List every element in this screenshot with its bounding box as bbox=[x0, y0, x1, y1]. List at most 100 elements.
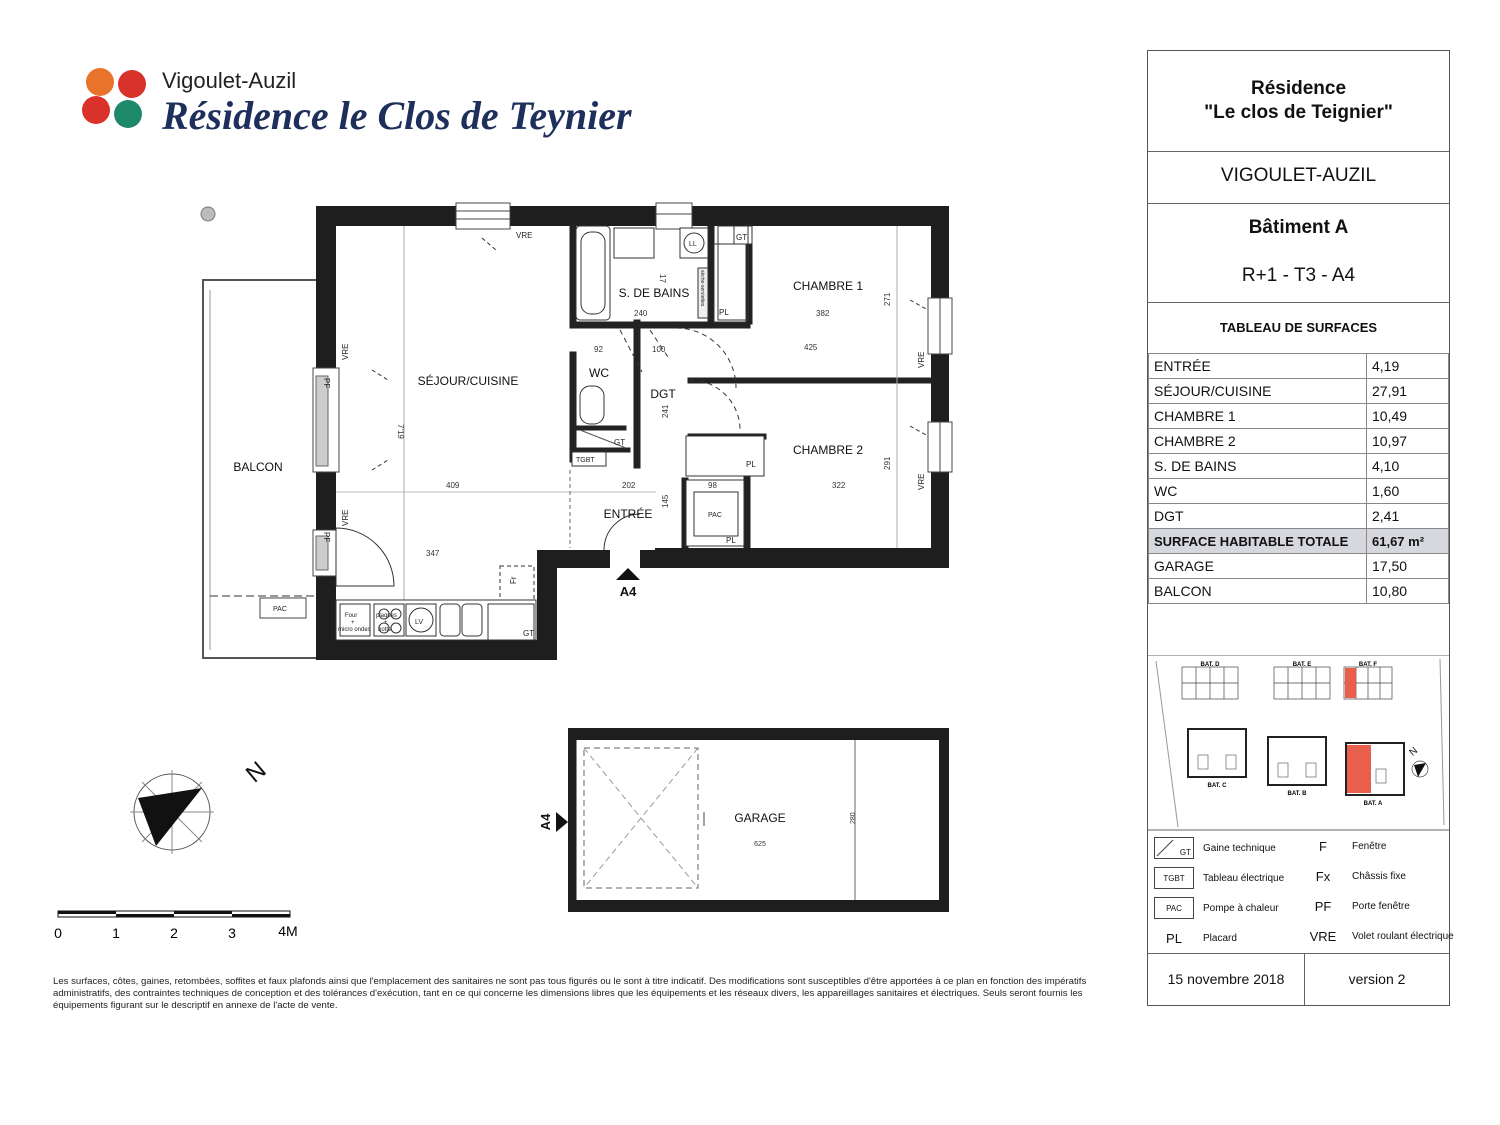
legend-code: VRE bbox=[1309, 929, 1337, 944]
room-chambre2: CHAMBRE 2 bbox=[793, 443, 863, 457]
surface-value: 2,41 bbox=[1366, 503, 1449, 529]
site-north-label: N bbox=[1407, 745, 1420, 758]
north-arrow-icon: N bbox=[130, 756, 272, 854]
surface-label: SURFACE HABITABLE TOTALE bbox=[1148, 528, 1367, 554]
surface-label: BALCON bbox=[1148, 578, 1367, 604]
disclaimer-text: Les surfaces, côtes, gaines, retombées, … bbox=[53, 976, 1087, 1011]
scale-3: 3 bbox=[228, 925, 236, 941]
logo: Vigoulet-Auzil Résidence le Clos de Teyn… bbox=[70, 62, 690, 152]
label-hotte: hotte bbox=[378, 627, 392, 633]
scale-0: 0 bbox=[54, 925, 62, 941]
scale-2: 2 bbox=[170, 925, 178, 941]
legend-desc: Fenêtre bbox=[1352, 841, 1387, 852]
site-north-icon: N bbox=[1407, 745, 1429, 778]
dim-425: 425 bbox=[804, 343, 818, 352]
legend-gt-icon: GT bbox=[1154, 837, 1194, 859]
legend-code: F bbox=[1319, 839, 1327, 854]
scale-1: 1 bbox=[112, 925, 120, 941]
legend-desc: Volet roulant électrique bbox=[1352, 931, 1454, 942]
panel-title-line1: Résidence bbox=[1250, 78, 1347, 99]
site-bat-d: BAT. D bbox=[1201, 662, 1221, 668]
label-fr: Fr bbox=[509, 576, 518, 584]
label-pl-3: PL bbox=[726, 536, 736, 545]
north-label: N bbox=[241, 756, 272, 788]
legend-row: PAC Pompe à chaleur PF Porte fenêtre bbox=[1148, 897, 1449, 925]
legend-desc: Châssis fixe bbox=[1352, 871, 1406, 882]
label-pl-2: PL bbox=[746, 460, 756, 469]
surface-label: SÉJOUR/CUISINE bbox=[1148, 378, 1367, 404]
legend-desc: Porte fenêtre bbox=[1352, 901, 1410, 912]
garage: GARAGE 625 280 A4 bbox=[538, 728, 949, 912]
dim-98: 98 bbox=[708, 481, 717, 490]
dim-347: 347 bbox=[426, 549, 440, 558]
label-seche: sèche-serviettes bbox=[699, 270, 705, 307]
label-vre-3: VRE bbox=[341, 510, 350, 526]
surface-label: CHAMBRE 2 bbox=[1148, 428, 1367, 454]
legend-row: PL Placard VRE Volet roulant électrique bbox=[1148, 927, 1454, 955]
legend-box: TGBT bbox=[1154, 867, 1194, 889]
site-bat-c: BAT. C bbox=[1208, 783, 1228, 789]
legend-text: Pompe à chaleur bbox=[1203, 903, 1279, 914]
surface-value: 10,80 bbox=[1366, 578, 1449, 604]
panel-reference: R+1 - T3 - A4 bbox=[1241, 265, 1356, 286]
bathroom-fixtures bbox=[571, 225, 753, 467]
label-pl-1: PL bbox=[719, 308, 729, 317]
dim-280: 280 bbox=[850, 812, 857, 824]
bat-a-highlight bbox=[1347, 745, 1371, 793]
room-dgt: DGT bbox=[650, 387, 676, 401]
label-pac-2: PAC bbox=[273, 606, 287, 613]
label-vre-4: VRE bbox=[917, 352, 926, 368]
logo-mark-icon bbox=[82, 68, 146, 128]
label-gt-1: GT bbox=[736, 233, 747, 242]
legend-code: PF bbox=[1314, 899, 1332, 914]
dim-291: 291 bbox=[883, 456, 892, 470]
label-pf-2: PF bbox=[322, 532, 331, 542]
legend-text: Gaine technique bbox=[1203, 843, 1276, 854]
surface-value: 27,91 bbox=[1366, 378, 1449, 404]
label-vre-2: VRE bbox=[341, 344, 350, 360]
surface-label: CHAMBRE 1 bbox=[1148, 403, 1367, 429]
label-tgbt: TGBT bbox=[576, 457, 595, 464]
panel-version: version 2 bbox=[1348, 971, 1406, 987]
panel-city: VIGOULET-AUZIL bbox=[1220, 165, 1377, 186]
label-plus-1: + bbox=[351, 620, 355, 626]
closets bbox=[685, 225, 765, 547]
dim-241: 241 bbox=[661, 404, 670, 418]
surface-label: WC bbox=[1148, 478, 1367, 504]
garage-ref: A4 bbox=[538, 813, 553, 830]
room-sejour: SÉJOUR/CUISINE bbox=[418, 373, 519, 388]
site-bat-b: BAT. B bbox=[1288, 791, 1308, 797]
windows bbox=[312, 202, 953, 577]
dim-719: 7'19 bbox=[396, 424, 405, 439]
legend-text: Placard bbox=[1203, 933, 1237, 944]
label-pac-1: PAC bbox=[708, 512, 722, 519]
dim-625: 625 bbox=[754, 841, 766, 848]
balcony-area bbox=[202, 279, 318, 659]
entrance-marker: A4 bbox=[616, 568, 640, 599]
label-lv: LV bbox=[415, 619, 423, 626]
surface-value: 4,10 bbox=[1366, 453, 1449, 479]
surface-value: 4,19 bbox=[1366, 353, 1449, 379]
legend-code: Fx bbox=[1315, 869, 1331, 884]
site-bat-f: BAT. F bbox=[1359, 662, 1378, 668]
dim-92: 92 bbox=[594, 345, 603, 354]
label-micro: micro ondes bbox=[338, 627, 371, 633]
marker-dot bbox=[200, 206, 216, 222]
label-vre-5: VRE bbox=[917, 474, 926, 490]
surface-table-title: TABLEAU DE SURFACES bbox=[1219, 320, 1378, 335]
legend-row: TGBT Tableau électrique Fx Châssis fixe bbox=[1148, 867, 1449, 895]
site-bat-a: BAT. A bbox=[1364, 801, 1383, 807]
dim-100: 100 bbox=[652, 345, 666, 354]
dim-145: 145 bbox=[661, 494, 670, 508]
panel-batiment: Bâtiment A bbox=[1248, 217, 1349, 238]
room-sdb: S. DE BAINS bbox=[619, 286, 690, 300]
surface-value: 10,49 bbox=[1366, 403, 1449, 429]
surface-value: 1,60 bbox=[1366, 478, 1449, 504]
